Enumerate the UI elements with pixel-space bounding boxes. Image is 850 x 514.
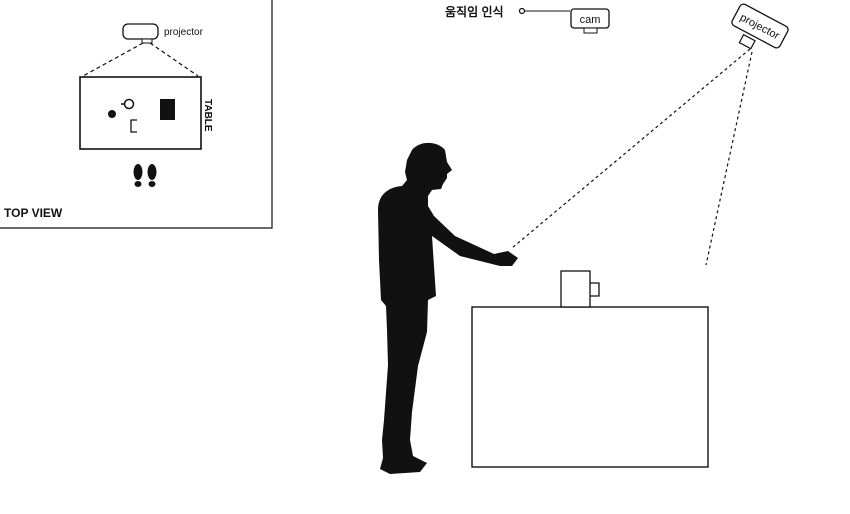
top-view-block <box>160 99 175 120</box>
top-view-projection-line-left <box>82 42 144 77</box>
mug-body <box>560 270 591 308</box>
side-projector-icon <box>731 3 789 49</box>
side-view: 움직임 인식 cam projector <box>378 3 789 475</box>
projection-line-down <box>705 51 753 266</box>
top-view-frame <box>0 0 273 229</box>
mug-handle <box>590 282 600 297</box>
top-view-cup <box>130 119 137 133</box>
camera-label: cam <box>580 14 601 26</box>
top-view-table <box>79 76 202 150</box>
side-view-table <box>471 306 709 468</box>
top-view-ring <box>123 98 135 110</box>
motion-recognition-label: 움직임 인식 <box>445 4 504 19</box>
person-silhouette <box>378 142 518 475</box>
top-view-dot <box>108 110 116 118</box>
camera-mount <box>583 27 598 34</box>
footprints-icon <box>133 164 157 187</box>
top-view-projector-label: projector <box>164 27 204 38</box>
projection-line-to-hand <box>511 48 751 249</box>
top-view-caption: TOP VIEW <box>4 206 63 220</box>
side-projector-lens <box>738 33 756 50</box>
motion-connector-dot <box>518 7 526 15</box>
top-view-projector-lens <box>141 38 153 44</box>
top-view-table-label: TABLE <box>202 99 213 132</box>
top-view-projection-line-right <box>149 42 199 77</box>
top-view-inset: projector TABLE TOP VIEW <box>0 0 273 229</box>
top-view-projector-icon <box>122 23 159 40</box>
